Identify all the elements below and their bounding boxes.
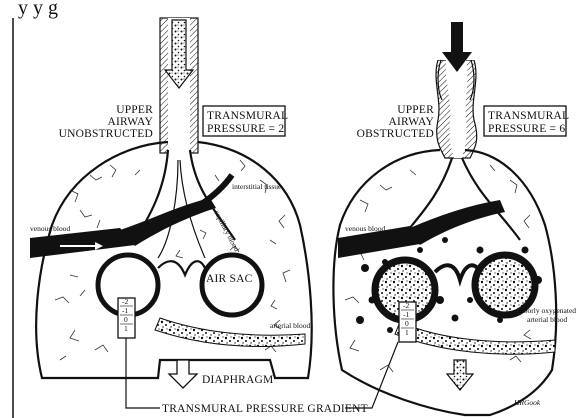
left-alveolus-2 — [202, 255, 262, 315]
right-diaphragm-arrow — [447, 360, 473, 390]
left-gauge-digit: -1 — [122, 306, 128, 315]
left-gauge-digit: -2 — [122, 297, 128, 306]
right-signature: HRGook — [513, 398, 541, 407]
right-venous-label: venous blood — [345, 224, 385, 233]
right-poorly-label: poorly oxygenated — [520, 306, 576, 315]
right-gauge-digit: 1 — [405, 328, 409, 337]
right-pressure-value: PRESSURE = 6 — [488, 123, 565, 135]
right-poorly-label: arterial blood — [527, 315, 567, 324]
left-pressure-title: TRANSMURAL — [207, 110, 288, 122]
right-airway-label: AIRWAY — [388, 116, 434, 128]
left-airway-label: UPPER — [116, 104, 153, 116]
right-pressure-title: TRANSMURAL — [488, 110, 569, 122]
left-airway-label: UNOBSTRUCTED — [59, 128, 153, 140]
left-capillary-label: capillary blood — [212, 209, 241, 253]
right-venous-branch — [410, 200, 505, 245]
left-airway-label: AIRWAY — [107, 116, 153, 128]
left-gauge-digit: 0 — [124, 315, 128, 324]
left-diaphragm-arrow — [169, 360, 197, 388]
right-gauge-digit: -2 — [403, 301, 409, 310]
gradient-leader-left — [126, 338, 160, 408]
header-fragment: y y g — [18, 0, 58, 19]
left-venous-label: venous blood — [30, 224, 70, 233]
gradient-leader-right — [345, 342, 398, 408]
left-capillary-band — [200, 175, 232, 205]
left-interstitial-label: interstitial tissue — [232, 182, 282, 191]
right-airway-label: UPPER — [397, 104, 434, 116]
left-gauge-digit: 1 — [124, 324, 128, 333]
gradient-label: TRANSMURAL PRESSURE GRADIENT — [162, 403, 368, 415]
right-panel: -2 -1 0 1 UPPER AIRWAY OBSTRUCTED TRANSM… — [333, 20, 576, 415]
left-arterial-label: arterial blood — [270, 321, 310, 330]
left-airsac-label: AIR SAC — [206, 273, 253, 285]
left-panel: -2 -1 0 1 UPPER AIRWAY UNOBSTRUCTED TRAN… — [30, 18, 312, 388]
right-airway-label: OBSTRUCTED — [357, 128, 434, 140]
left-alveolus-junction — [158, 261, 205, 275]
right-gauge-digit: -1 — [403, 310, 409, 319]
right-gauge-digit: 0 — [405, 319, 409, 328]
left-diaphragm-label: DIAPHRAGM — [202, 374, 273, 386]
right-arterial-vessel — [395, 322, 555, 354]
left-pressure-value: PRESSURE = 2 — [207, 123, 284, 135]
